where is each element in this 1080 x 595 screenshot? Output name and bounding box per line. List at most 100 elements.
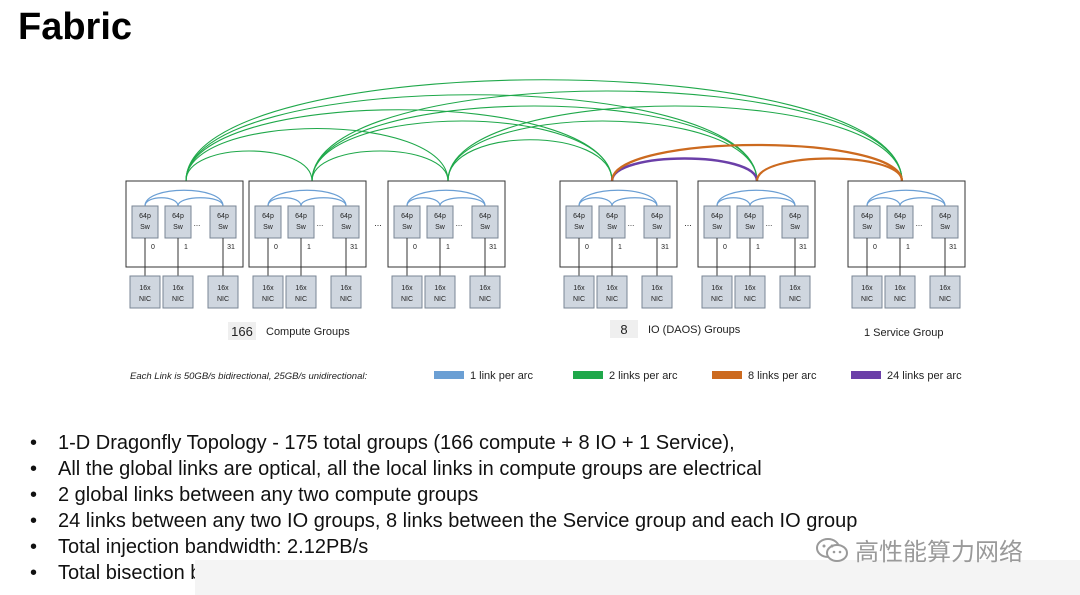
switch-label: 64p [651,213,663,220]
nic-label: NIC [939,296,951,303]
local-link-arc [267,189,347,207]
legend-label: 1 link per arc [470,370,533,382]
nic-box [734,275,766,309]
nic-box [162,275,194,309]
nic-box [129,275,161,309]
bullet-text: 2 global links between any two compute g… [58,484,479,506]
global-link-arc [755,157,904,182]
legend-swatch [434,371,464,379]
switch-label: Sw [296,224,307,231]
local-link-arc [611,197,658,207]
nic-box [779,275,811,309]
watermark: 高性能算力网络 [815,532,1023,567]
bullet-dot: • [30,432,38,454]
nic-label: NIC [217,296,229,303]
group: 64pSw016xNIC64pSw116xNIC64pSw3116xNIC... [847,180,966,309]
nic-label: 16x [139,285,151,292]
switch-box [736,205,764,239]
global-link-arc [610,143,904,182]
section-count: 166 [231,324,253,339]
switch-label: Sw [173,224,184,231]
nic-box [851,275,883,309]
nic-box [391,275,423,309]
switch-label: 64p [139,213,151,220]
nic-label: NIC [401,296,413,303]
local-link-arc [899,197,946,207]
global-link-arc [311,150,449,182]
count-badge [228,322,256,340]
local-link-arc [406,189,486,207]
nic-label: NIC [172,296,184,303]
switch-box [643,205,671,239]
nic-label: NIC [606,296,618,303]
nic-label: 16x [894,285,906,292]
global-link-arc [185,150,313,182]
local-link-arc [300,197,347,207]
nic-label: 16x [939,285,951,292]
local-link-arc [144,189,224,207]
switch-label: Sw [745,224,756,231]
nic-label: 16x [217,285,229,292]
global-link-arc [311,120,613,182]
switch-label: 64p [479,213,491,220]
nic-label: 16x [434,285,446,292]
bullet-text: 24 links between any two IO groups, 8 li… [58,510,858,532]
port-label: 1 [184,244,188,251]
switch-label: 64p [172,213,184,220]
nic-label: 16x [711,285,723,292]
global-link-arc [447,105,903,182]
nic-label: 16x [573,285,585,292]
legend-label: 2 links per arc [609,370,678,382]
port-label: 1 [756,244,760,251]
ellipsis-text: ... [916,219,923,228]
port-label: 0 [151,244,155,251]
ellipsis-text: ... [317,219,324,228]
nic-label: NIC [262,296,274,303]
port-label: 31 [350,244,358,251]
switch-box [703,205,731,239]
local-link-arc [578,197,613,207]
nic-box [596,275,628,309]
section-count: 8 [620,322,627,337]
switch-label: Sw [480,224,491,231]
global-link-arc [185,128,449,182]
nic-label: 16x [479,285,491,292]
nic-label: NIC [434,296,446,303]
group: 64pSw016xNIC64pSw116xNIC64pSw3116xNIC... [125,180,244,309]
switch-label: 64p [789,213,801,220]
global-link-arc [185,94,758,182]
group-ellipsis: ... [374,218,382,228]
global-link-arc [185,79,903,182]
switch-box [471,205,499,239]
port-label: 0 [585,244,589,251]
nic-label: NIC [139,296,151,303]
port-label: 31 [227,244,235,251]
section-label: IO (DAOS) Groups [648,324,741,336]
switch-label: 64p [939,213,951,220]
switch-label: 64p [295,213,307,220]
port-label: 0 [413,244,417,251]
nic-label: 16x [172,285,184,292]
bullet-list: •1-D Dragonfly Topology - 175 total grou… [30,430,857,586]
switch-label: Sw [712,224,723,231]
port-label: 31 [799,244,807,251]
legend: Each Link is 50GB/s bidirectional, 25GB/… [130,370,962,382]
section-label: Compute Groups [266,326,350,338]
switch-box [853,205,881,239]
switch-label: 64p [262,213,274,220]
bullet-dot: • [30,536,38,558]
nic-box [641,275,673,309]
local-link-arc [578,189,658,207]
switch-label: 64p [606,213,618,220]
nic-box [929,275,961,309]
ellipsis-text: ... [194,219,201,228]
bullet-item: •24 links between any two IO groups, 8 l… [30,508,857,534]
switch-label: 64p [401,213,413,220]
local-link-arc [177,197,224,207]
link-note: Each Link is 50GB/s bidirectional, 25GB/… [130,371,367,382]
switch-label: Sw [607,224,618,231]
nic-label: 16x [340,285,352,292]
